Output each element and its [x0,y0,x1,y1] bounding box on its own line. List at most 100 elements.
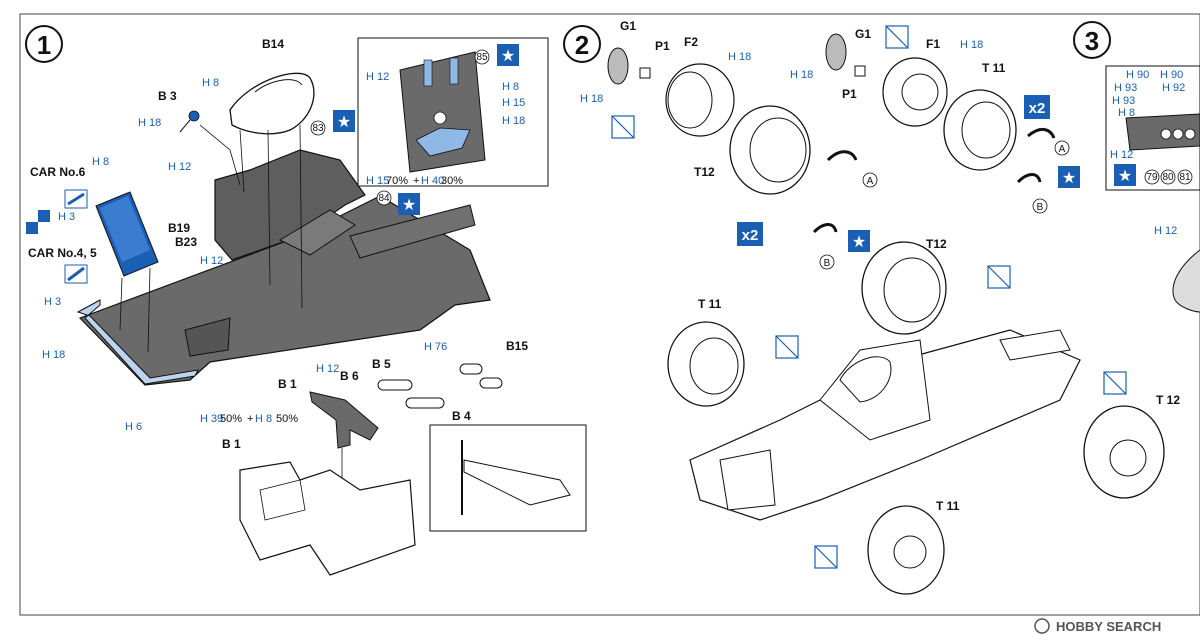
circle-79 [1144,169,1160,185]
step3-gauge-2 [1172,128,1184,140]
step-2-circle [563,25,601,63]
label-b19: B19 [168,221,190,235]
step-3-circle [1073,21,1111,59]
mirror-guide [199,124,241,186]
label-h90-b: H 90 [1160,69,1183,81]
star-badge-1: ★ [333,110,355,132]
svg-text:★: ★ [852,232,866,251]
assembled-exhaust [999,329,1071,361]
label-b14: B14 [262,37,284,51]
label-f1: F1 [926,37,940,51]
tyre-t11-a-inner [961,101,1011,159]
part-b4 [405,397,445,409]
marker-b-2 [1032,198,1048,214]
no-glue-icon-1 [611,115,635,139]
step3-partial-body [1172,249,1200,313]
label-b23: B23 [175,235,197,249]
detail-cockpit [399,51,486,173]
detail-mix-h15: H 15 [366,175,389,187]
label-h76: H 76 [424,341,447,353]
svg-text:★: ★ [337,112,351,131]
marker-b-2-label: B [1037,202,1044,213]
marker-a-2 [1054,140,1070,156]
label-t11-b: T 11 [698,297,722,311]
detail-belt-2 [449,57,459,85]
step-2: 2 x2 x2 ★ ★ [563,19,1180,595]
label-mix1-plus: + [247,413,253,425]
svg-text:★: ★ [501,46,515,65]
detail-mix-h40: H 40 [421,175,444,187]
label-t11-a: T 11 [982,61,1006,75]
detail-buckle [433,111,447,125]
circle-83 [310,120,326,136]
lower-body-b1 [239,461,416,576]
part-b15-b [479,377,503,389]
x2-badge-a-label: x2 [742,227,759,244]
step-3: 3 H 90 H 90 H 93 H 92 H 93 H 8 H 12 ★ 79… [1073,21,1200,313]
label-h6: H 6 [125,421,142,433]
label-mix1-h8: H 8 [255,413,272,425]
x2-badge-b [1024,95,1050,119]
label-h18-g1b: H 18 [790,69,813,81]
detail-mix-p2: 30% [441,175,463,187]
label-g1-b: G1 [855,27,871,41]
side-pod-right [349,204,476,259]
star-badge-4: ★ [848,230,870,252]
clip-b-2 [1016,173,1042,184]
rim-f2-inner [667,71,713,129]
no-glue-icon-4 [775,335,799,359]
detail-h15: H 15 [502,97,525,109]
star-badge-2: ★ [398,193,420,215]
label-mix1-pct2: 50% [276,413,298,425]
x2-badge-a [737,222,763,246]
label-b6: B 6 [340,369,359,383]
marker-a-2-label: A [1059,144,1066,155]
label-h90-a: H 90 [1126,69,1149,81]
circle-81-label: 81 [1179,172,1191,183]
label-h93-a: H 93 [1114,82,1137,94]
mirror-part [188,110,200,122]
cockpit-floor [278,209,356,256]
label-h18-f2: H 18 [728,51,751,63]
svg-text:★: ★ [1062,168,1076,187]
label-h12-mirror: H 12 [168,161,191,173]
label-h18-mirror: H 18 [138,117,161,129]
watermark-text: HOBBY SEARCH [1056,619,1161,634]
label-h8-mirror: H 8 [202,77,219,89]
detail-belt-1 [423,59,433,87]
part-b15-a [459,363,483,375]
detail-mix-plus: + [413,175,419,187]
seat-guide-1 [267,129,271,286]
seat-part [229,72,315,135]
decal-car45-mark [67,266,85,282]
assembled-nose-block [719,449,776,511]
detail-h8: H 8 [502,81,519,93]
label-mix1-h39: H 39 [200,413,223,425]
step-3-number: 3 [1085,26,1099,56]
watermark-icon [1034,618,1050,634]
label-car6: CAR No.6 [30,165,86,179]
no-glue-icon-2 [885,25,909,49]
label-h3-b: H 3 [44,296,61,308]
step-2-number: 2 [575,30,589,60]
step3-gauge-3 [1184,128,1196,140]
label-t11-c: T 11 [936,499,960,513]
label-h8-s3: H 8 [1118,107,1135,119]
pin-p1-b [854,65,866,77]
step-1: 1 [25,25,587,576]
marker-b-1 [819,254,835,270]
label-h92: H 92 [1162,82,1185,94]
star-badge-3: ★ [497,44,519,66]
label-h3-a: H 3 [58,211,75,223]
label-b1-a: B 1 [278,377,297,391]
lower-body-detail [259,479,306,521]
part-b19-face [100,196,150,262]
detail-h12: H 12 [366,71,389,83]
seat-guide-3 [239,129,245,193]
part-b6 [309,391,379,449]
clip-a-2 [1027,128,1056,139]
label-h18-nose: H 18 [42,349,65,361]
label-h8-b19: H 8 [92,156,109,168]
decal-flag [26,210,50,234]
page-frame [19,13,1200,616]
